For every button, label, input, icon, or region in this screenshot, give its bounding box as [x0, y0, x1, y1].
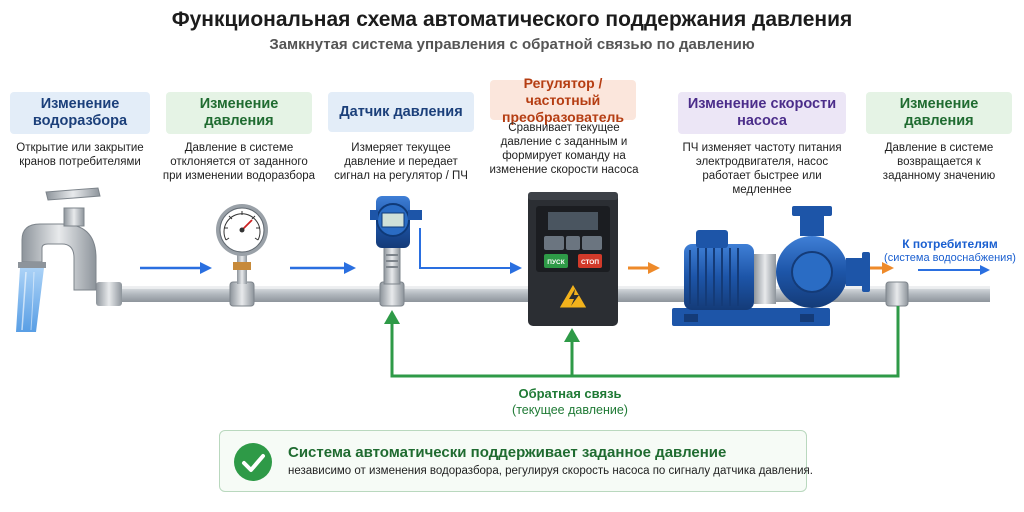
- feedback-title: Обратная связь: [518, 386, 622, 401]
- step-6-title: Изменение давления: [866, 92, 1012, 134]
- consumer-label: К потребителям (система водоснабжения): [880, 238, 1020, 265]
- flow-arrow-1: [140, 262, 212, 274]
- consumer-title: К потребителям: [902, 237, 998, 251]
- checkmark-icon: [234, 443, 272, 481]
- pressure-gauge-icon: [216, 204, 268, 307]
- vfd-start-label: ПУСК: [547, 259, 564, 266]
- step-1-text: Открытие или закрытие кранов потребителя…: [16, 142, 144, 168]
- flow-arrow-6: [918, 265, 990, 275]
- step-6-text: Давление в системе возвращается к заданн…: [882, 142, 996, 182]
- page-subtitle: Замкнутая система управления с обратной …: [269, 36, 755, 53]
- step-1-title: Изменение водоразбора: [10, 92, 150, 134]
- step-4-text: Сравнивает текущее давление с заданным и…: [489, 122, 639, 176]
- step-3-title: Датчик давления: [328, 92, 474, 132]
- consumer-subtitle: (система водоснабжения): [884, 252, 1016, 264]
- pipe-coupling: [885, 281, 909, 307]
- summary-title: Система автоматически поддерживает задан…: [288, 444, 727, 461]
- step-3-text: Измеряет текущее давление и передает сиг…: [334, 142, 468, 182]
- flow-arrow-2: [290, 262, 356, 274]
- step-2-title: Изменение давления: [166, 92, 312, 134]
- feedback-loop: [384, 306, 900, 378]
- vfd-stop-label: СТОП: [581, 259, 599, 266]
- summary-text: независимо от изменения водоразбора, рег…: [288, 465, 813, 477]
- feedback-label: Обратная связь (текущее давление): [470, 386, 670, 418]
- flow-arrow-3: [419, 228, 522, 274]
- summary-box: Система автоматически поддерживает задан…: [219, 430, 813, 492]
- pressure-sensor-icon: [370, 196, 422, 307]
- frequency-converter-icon: ПУСК СТОП: [528, 192, 618, 326]
- warning-icon: [558, 283, 588, 309]
- step-2-text: Давление в системе отклоняется от заданн…: [162, 142, 316, 182]
- vfd-stop-button: СТОП: [578, 254, 602, 268]
- page-title: Функциональная схема автоматического под…: [171, 8, 853, 31]
- water-stream: [16, 268, 44, 332]
- faucet-icon: [18, 187, 122, 306]
- vfd-start-button: ПУСК: [544, 254, 568, 268]
- step-5-title: Изменение скорости насоса: [678, 92, 846, 134]
- feedback-subtitle: (текущее давление): [512, 403, 628, 417]
- pump-motor-icon: [672, 206, 870, 326]
- flow-arrow-4: [628, 262, 660, 274]
- step-5-text: ПЧ изменяет частоту питания электродвига…: [682, 142, 842, 196]
